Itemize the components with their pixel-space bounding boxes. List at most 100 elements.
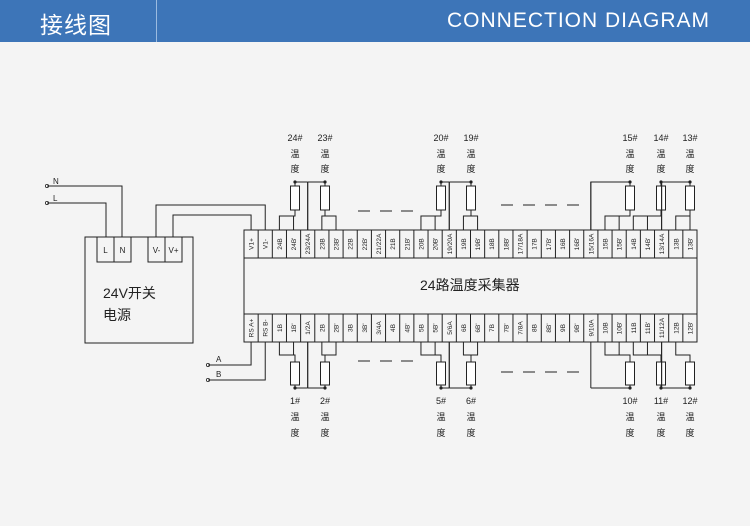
sensor-number: 20#	[433, 133, 448, 143]
junction-dot	[688, 386, 692, 390]
bottom-terminal-label: 4B'	[404, 323, 411, 332]
mains-l-wire	[47, 202, 107, 237]
header-divider	[156, 0, 157, 42]
sensor-label-2: 度	[685, 427, 694, 438]
sensor-number: 1#	[290, 396, 300, 406]
wire	[321, 342, 326, 362]
top-terminal-label: 24B'	[291, 238, 298, 251]
sensor-label-2: 度	[290, 163, 299, 174]
wire	[278, 342, 296, 362]
sensor-label-2: 度	[656, 427, 665, 438]
sensor-label-1: 温	[320, 412, 329, 422]
wire	[462, 342, 472, 362]
bottom-terminal-label: RS B-	[263, 319, 270, 336]
sensor-number: 13#	[682, 133, 697, 143]
top-terminal-label: 15B'	[617, 238, 624, 251]
sensor-label-2: 度	[625, 163, 634, 174]
mains-n-label: N	[53, 177, 59, 186]
sensor-label-1: 温	[685, 149, 694, 159]
bottom-terminal-label: 5/6A	[447, 321, 454, 335]
top-terminal-label: 15/16A	[588, 233, 595, 254]
wire	[675, 342, 691, 362]
sensor-label-1: 温	[290, 412, 299, 422]
wire	[420, 210, 442, 230]
sensor-label-2: 度	[290, 427, 299, 438]
power-supply-label-1: 24V开关	[103, 285, 156, 301]
top-terminal-label: 22B'	[362, 238, 369, 251]
top-terminal-label: 13B	[673, 238, 680, 250]
sensor-number: 15#	[622, 133, 637, 143]
temperature-sensor-resistor	[290, 361, 300, 386]
sensor-number: 10#	[622, 396, 637, 406]
top-terminal-label: 21B	[390, 238, 397, 250]
wire	[325, 215, 337, 230]
top-terminal-label: 16B	[560, 238, 567, 250]
sensor-label-2: 度	[685, 163, 694, 174]
top-terminal-label: 24B	[277, 238, 284, 250]
wire	[590, 181, 630, 230]
temperature-sensor-resistor	[656, 361, 666, 386]
top-terminal-label: 20B	[418, 238, 425, 250]
wire	[604, 342, 631, 362]
bottom-terminal-label: 6B	[461, 324, 468, 332]
sensor-label-1: 温	[436, 412, 445, 422]
bottom-terminal-label: 3B	[348, 324, 355, 332]
bottom-terminal-label: 8B	[532, 324, 539, 332]
top-terminal-label: 23/24A	[305, 233, 312, 254]
wire	[462, 210, 472, 230]
ps-terminal-label: N	[120, 246, 126, 255]
top-terminal-label: 16B'	[574, 238, 581, 251]
top-terminal-label: V1-	[263, 239, 270, 249]
temperature-sensor-resistor	[436, 185, 446, 211]
wire	[471, 342, 479, 356]
bottom-terminal-label: 2B'	[334, 323, 341, 332]
v-plus-wire	[172, 214, 252, 237]
junction-dot	[293, 386, 297, 390]
wire	[646, 215, 661, 230]
top-terminal-label: 19/20A	[447, 233, 454, 254]
bus-b-label: B	[216, 370, 221, 379]
bus-a-label: A	[216, 355, 222, 364]
sensor-label-2: 度	[656, 163, 665, 174]
top-terminal-label: 17B	[532, 238, 539, 250]
wire	[675, 210, 691, 230]
bottom-terminal-label: 5B	[418, 324, 425, 332]
bottom-terminal-label: 12B	[673, 322, 680, 334]
bottom-terminal-label: 11/12A	[659, 317, 666, 338]
temperature-sensor-resistor	[290, 185, 300, 211]
page-title: 接线图	[40, 13, 112, 39]
top-terminal-label: 17B'	[546, 238, 553, 251]
bottom-terminal-label: 1B'	[291, 323, 298, 332]
sensor-label-1: 温	[685, 412, 694, 422]
sensor-label-2: 度	[320, 427, 329, 438]
bottom-terminal-label: 7/8A	[518, 321, 525, 335]
junction-dot	[469, 386, 473, 390]
wire	[471, 215, 479, 230]
wire	[293, 342, 295, 356]
sensor-label-2: 度	[625, 427, 634, 438]
wire	[604, 210, 631, 230]
sensor-number: 2#	[320, 396, 330, 406]
v-minus-wire	[155, 204, 266, 237]
junction-dot	[688, 180, 692, 184]
bottom-terminal-label: RS A+	[249, 318, 256, 337]
top-terminal-label: 15B	[602, 238, 609, 250]
top-terminal-label: 13B'	[687, 238, 694, 251]
top-terminal-label: 14B	[631, 238, 638, 250]
bottom-terminal-label: 6B'	[475, 323, 482, 332]
sensor-number: 6#	[466, 396, 476, 406]
junction-dot	[323, 386, 327, 390]
bottom-terminal-label: 2B	[319, 324, 326, 332]
sensor-number: 23#	[317, 133, 332, 143]
temperature-sensor-resistor	[436, 361, 446, 386]
sensor-label-1: 温	[656, 412, 665, 422]
power-supply-box	[84, 236, 194, 344]
junction-dot	[439, 180, 443, 184]
bus-a-wire	[208, 342, 252, 366]
wire	[278, 210, 296, 230]
top-terminal-label: 18B'	[503, 238, 510, 251]
wire	[434, 215, 441, 230]
wire	[646, 342, 661, 356]
sensor-label-2: 度	[466, 163, 475, 174]
top-terminal-label: 14B'	[645, 238, 652, 251]
